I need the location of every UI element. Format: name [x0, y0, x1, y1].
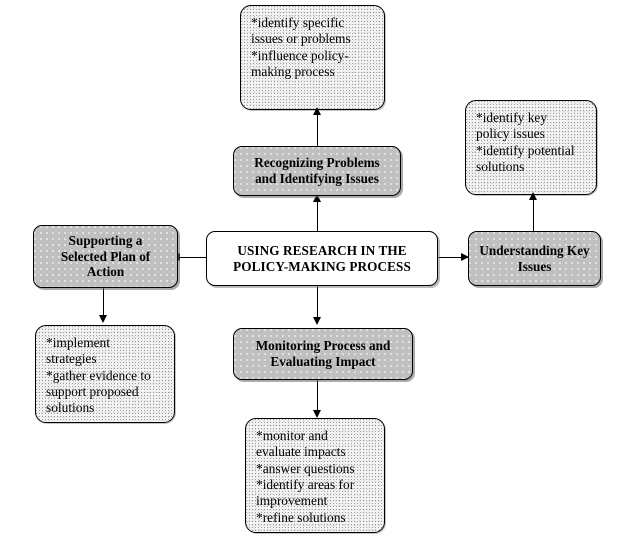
stage-box-supporting-plan[interactable]: Supporting a Selected Plan of Action	[33, 225, 178, 288]
center-box-using-research[interactable]: USING RESEARCH IN THE POLICY-MAKING PROC…	[206, 231, 438, 286]
note-text-understanding-key-issues: *identify key policy issues *identify po…	[476, 110, 575, 175]
note-text-supporting-plan: *implement strategies *gather evidence t…	[46, 335, 151, 416]
connector-center-to-understanding	[438, 257, 468, 258]
arrowhead-up-understanding-to-note	[529, 192, 537, 200]
note-text-monitoring-process: *monitor and evaluate impacts *answer qu…	[256, 428, 355, 525]
connector-center-to-recognizing	[317, 197, 318, 231]
connector-center-to-supporting	[178, 257, 208, 258]
stage-box-recognizing-problems[interactable]: Recognizing Problems and Identifying Iss…	[233, 146, 401, 196]
arrowhead-right-center-to-understanding	[461, 253, 469, 261]
connector-recognizing-to-note	[317, 110, 318, 146]
arrowhead-down-monitoring-to-note	[313, 410, 321, 418]
note-box-recognizing-problems: *identify specific issues or problems *i…	[240, 5, 385, 110]
connector-monitoring-to-note	[317, 380, 318, 412]
note-box-understanding-key-issues: *identify key policy issues *identify po…	[465, 100, 597, 195]
arrowhead-up-center-to-recognizing	[313, 194, 321, 202]
connector-supporting-to-note	[103, 288, 104, 318]
note-box-supporting-plan: *implement strategies *gather evidence t…	[35, 325, 175, 423]
arrowhead-up-recognizing-to-note	[313, 107, 321, 115]
connector-center-to-monitoring	[317, 286, 318, 320]
connector-understanding-to-note	[533, 195, 534, 231]
arrowhead-down-center-to-monitoring	[313, 317, 321, 325]
stage-box-understanding-key-issues[interactable]: Understanding Key Issues	[468, 231, 601, 286]
arrowhead-down-supporting-to-note	[99, 315, 107, 323]
note-text-recognizing-problems: *identify specific issues or problems *i…	[251, 15, 351, 80]
stage-box-monitoring-process[interactable]: Monitoring Process and Evaluating Impact	[233, 328, 413, 380]
note-box-monitoring-process: *monitor and evaluate impacts *answer qu…	[245, 418, 385, 533]
